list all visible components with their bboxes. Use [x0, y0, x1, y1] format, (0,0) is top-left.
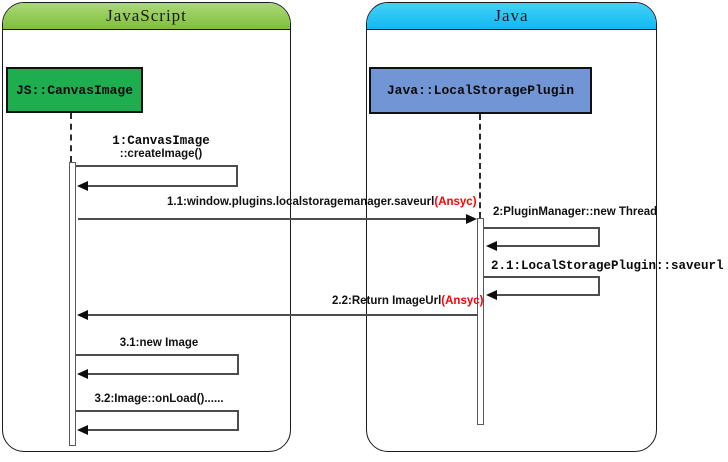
- message-2-line: [484, 227, 600, 229]
- message-1-label-line2: ::createImage(): [119, 148, 203, 160]
- message-1-arrowhead: [77, 181, 88, 191]
- activation-javascript: [69, 162, 76, 446]
- object-label-js-canvasimage: JS::CanvasImage: [15, 82, 134, 98]
- message-3-1-line: [237, 354, 239, 375]
- message-3-2-line: [76, 410, 239, 412]
- message-2-line: [598, 227, 600, 247]
- message-2-return-line: [495, 245, 600, 247]
- message-1-1-arrowhead: [466, 214, 477, 224]
- message-2-arrowhead: [486, 241, 497, 251]
- message-1-line: [236, 165, 238, 187]
- lane-java-title: Java: [494, 6, 529, 25]
- activation-java: [477, 218, 484, 425]
- message-2-1-label: 2.1:LocalStoragePlugin::saveurl: [491, 260, 724, 273]
- message-2-2-line: [86, 314, 478, 316]
- message-1-line: [76, 165, 238, 167]
- message-1-label-line1: 1:CanvasImage: [112, 134, 210, 148]
- message-3-1-return-line: [86, 373, 239, 375]
- message-3-1-text: 3.1:new Image: [119, 337, 199, 349]
- message-1-1-label: 1.1:window.plugins.localstoragemanager.s…: [167, 196, 477, 209]
- message-2-text: 2:PluginManager::new Thread: [493, 206, 658, 218]
- lifeline-javascript: [70, 113, 72, 162]
- message-2-label: 2:PluginManager::new Thread: [493, 206, 657, 219]
- lane-javascript-title: JavaScript: [106, 6, 187, 25]
- object-box-java-localstorageplugin: Java::LocalStoragePlugin: [369, 67, 592, 114]
- message-1-return-line: [86, 185, 238, 187]
- message-1-1-async-note: (Ansyc): [434, 196, 477, 208]
- message-3-2-text: 3.2:Image::onLoad()......: [94, 393, 224, 405]
- message-2-2-arrowhead: [77, 310, 88, 320]
- message-2-1-line: [484, 276, 600, 278]
- message-2-2-label: 2.2:Return ImageUrl(Ansyc): [332, 295, 483, 308]
- message-3-2-arrowhead: [77, 425, 88, 435]
- message-3-2-line: [237, 410, 239, 431]
- message-3-2-label: 3.2:Image::onLoad()......: [76, 393, 242, 406]
- message-2-1-arrowhead: [486, 290, 497, 300]
- lifeline-java: [479, 114, 481, 218]
- object-box-js-canvasimage: JS::CanvasImage: [6, 67, 143, 113]
- message-2-1-text: 2.1:LocalStoragePlugin::saveurl: [491, 259, 724, 273]
- message-1-label: 1:CanvasImage ::createImage(): [76, 135, 246, 161]
- lane-java-header: Java: [367, 3, 656, 30]
- message-2-2-text: 2.2:Return ImageUrl: [332, 295, 442, 307]
- object-label-java-localstorageplugin: Java::LocalStoragePlugin: [386, 83, 575, 98]
- message-1-1-text: 1.1:window.plugins.localstoragemanager.s…: [167, 196, 435, 208]
- message-3-1-label: 3.1:new Image: [76, 337, 242, 350]
- message-2-1-return-line: [495, 294, 600, 296]
- message-3-1-line: [76, 354, 239, 356]
- message-2-2-async-note: (Ansyc): [441, 295, 484, 307]
- lane-javascript-header: JavaScript: [3, 3, 290, 30]
- message-3-2-return-line: [86, 429, 239, 431]
- message-2-1-line: [598, 276, 600, 296]
- message-3-1-arrowhead: [77, 369, 88, 379]
- message-1-1-line: [78, 218, 468, 220]
